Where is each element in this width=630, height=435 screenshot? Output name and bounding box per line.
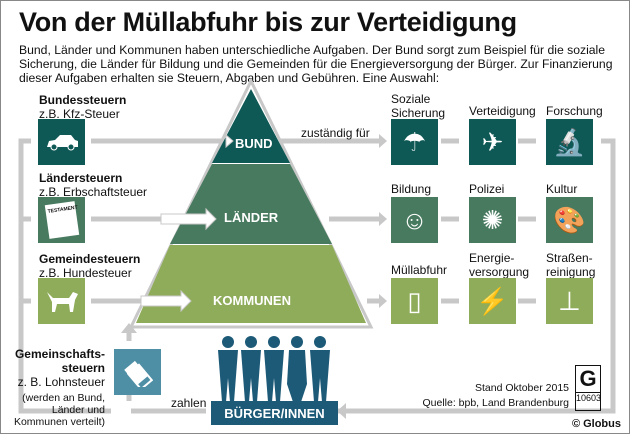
responsible-label: zuständig für (301, 126, 370, 140)
broom-icon: ⊥ (546, 278, 593, 324)
umbrella-icon: ☂ (391, 119, 438, 165)
plug-icon: ⚡ (469, 278, 516, 324)
task-label: Kultur (546, 182, 577, 196)
palette-icon: 🎨 (546, 197, 593, 243)
task-label: Polizei (469, 182, 504, 196)
pyramid-bund (212, 89, 290, 163)
task-label: Verteidigung (469, 104, 536, 118)
tax-name: Gemeindesteuern (39, 252, 141, 266)
task-label-line: Forschung (546, 104, 603, 118)
task-label: Bildung (391, 182, 431, 196)
head-icon: ☺ (391, 197, 438, 243)
globus-logo: G 10603 (575, 365, 601, 411)
status-date: Stand Oktober 2015 (475, 382, 569, 394)
task-label: Straßen-reinigung (546, 251, 595, 279)
common-tax-example: z. B. Lohnsteuer (17, 375, 105, 389)
task-label-line: Sicherung (391, 106, 446, 120)
dog-icon (38, 278, 85, 324)
testament-icon: TESTAMENT (38, 197, 85, 243)
people-icon (218, 336, 330, 402)
copyright: © Globus (571, 418, 621, 430)
logo-g: G (579, 366, 597, 391)
task-label: Müllabfuhr (391, 263, 447, 277)
task-label-line: Müllabfuhr (391, 263, 448, 277)
loop-line (337, 138, 616, 414)
testament-text: TESTAMENT (44, 201, 79, 239)
loop-line-left (18, 138, 111, 414)
common-tax-name-2: steuern (61, 361, 105, 375)
task-label-line: Verteidigung (469, 104, 536, 118)
siren-icon: ✺ (469, 197, 516, 243)
task-label-line: Straßen- (546, 251, 593, 265)
task-label-line: Bildung (391, 182, 432, 196)
level-laender: LÄNDER (224, 210, 279, 225)
common-tax-note: (werden an Bund, (22, 392, 105, 404)
task-label-line: reinigung (546, 265, 596, 279)
pyramid-kommunen (136, 245, 366, 323)
logo-number: 10603 (576, 392, 602, 403)
task-label: Forschung (546, 104, 603, 118)
source: Quelle: bpb, Land Brandenburg (422, 397, 569, 409)
common-tax-note-3: Kommunen verteilt) (13, 416, 105, 428)
level-kommunen: KOMMUNEN (213, 293, 291, 308)
task-label-line: Polizei (469, 182, 505, 196)
trash-bin-icon: ▯ (391, 278, 438, 324)
money-icon (114, 349, 161, 395)
microscope-icon: 🔬 (546, 119, 593, 165)
car-icon (38, 119, 85, 165)
citizens-label: BÜRGER/INNEN (211, 401, 338, 425)
task-label-line: Kultur (546, 182, 578, 196)
pay-label: zahlen (171, 396, 207, 410)
fighter-jet-icon: ✈ (469, 119, 516, 165)
tax-example: z.B. Hundesteuer (39, 266, 132, 280)
tax-example: z.B. Erbschaftsteuer (39, 185, 148, 199)
task-label-line: versorgung (469, 265, 530, 279)
page-title: Von der Müllabfuhr bis zur Verteidigung (19, 7, 517, 37)
task-label: Energie-versorgung (469, 251, 529, 279)
task-label-line: Energie- (469, 251, 515, 265)
level-bund: BUND (235, 136, 273, 151)
tax-example: z.B. Kfz-Steuer (39, 107, 120, 121)
common-tax-name: Gemeinschafts- (14, 347, 105, 361)
common-tax-note-2: Länder und (51, 404, 105, 416)
tax-name: Bundessteuern (39, 93, 127, 107)
intro-text: Bund, Länder und Kommunen haben untersch… (19, 43, 613, 85)
pyramid-laender (170, 164, 332, 244)
tax-name: Ländersteuern (39, 171, 123, 185)
task-label-line: Soziale (391, 92, 431, 106)
